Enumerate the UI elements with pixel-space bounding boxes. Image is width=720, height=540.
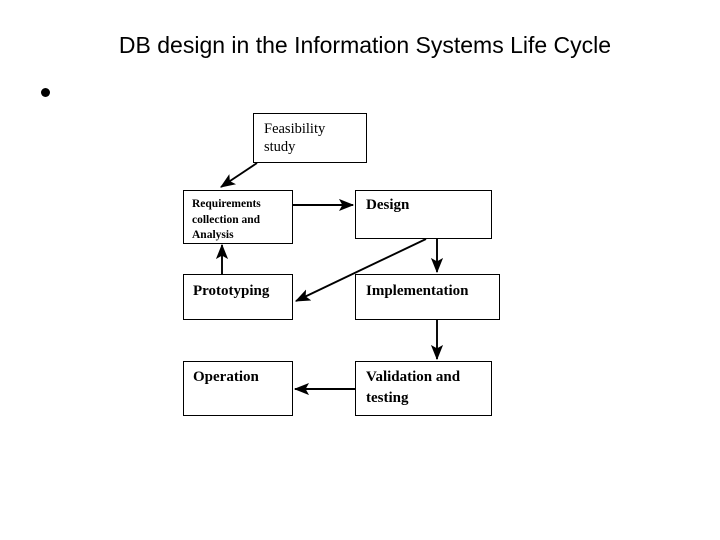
bullet-point-icon <box>41 88 50 97</box>
edge-feasibility-to-requirements <box>220 162 258 188</box>
flow-node-label: Operation <box>193 369 259 385</box>
page-title: DB design in the Information Systems Lif… <box>118 32 612 58</box>
flow-node-operation[interactable]: Operation <box>183 361 293 416</box>
flow-node-design[interactable]: Design <box>355 190 492 239</box>
flow-node-prototyping[interactable]: Prototyping <box>183 274 293 320</box>
flow-node-label: Prototyping <box>193 283 270 299</box>
flow-node-label: Design <box>366 197 410 213</box>
flow-node-implementation[interactable]: Implementation <box>355 274 500 320</box>
flow-node-label: Implementation <box>366 283 469 299</box>
